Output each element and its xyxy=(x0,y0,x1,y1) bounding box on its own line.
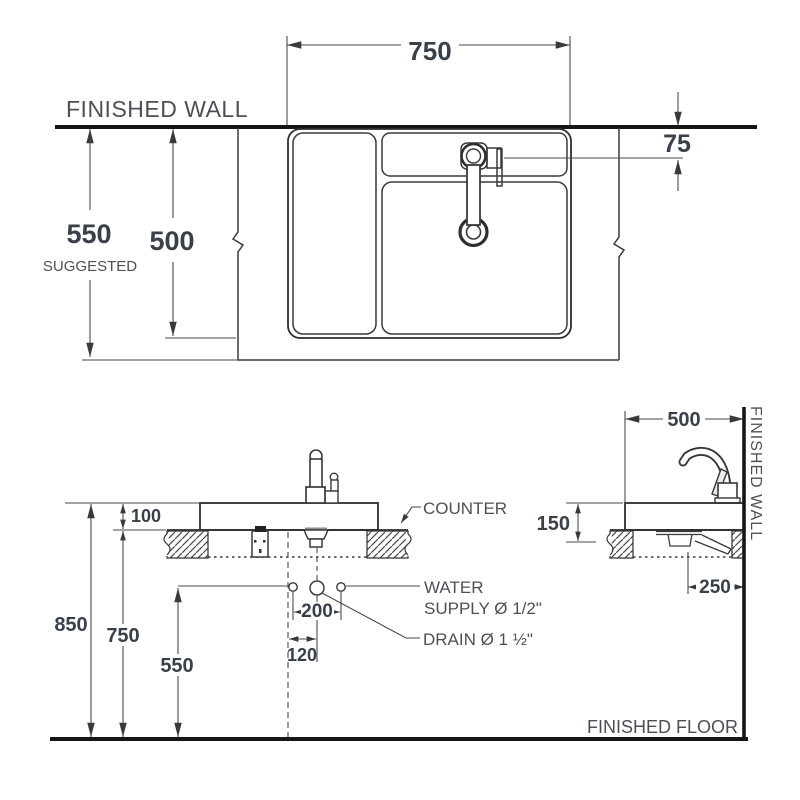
faucet-front xyxy=(305,449,339,504)
drainboard-compartment xyxy=(292,132,377,335)
sink-outer-rim xyxy=(287,128,572,339)
faucet-plan xyxy=(458,142,503,248)
water-supply-label-1: WATER xyxy=(424,578,484,597)
counter-section-left xyxy=(166,530,209,559)
break-mark-side xyxy=(606,533,614,556)
finished-wall-label-side: FINISHED WALL xyxy=(747,406,764,541)
side-150-dim-text: 150 xyxy=(537,513,570,535)
drain-fitting-front xyxy=(302,527,330,548)
top-75-dim-text: 75 xyxy=(663,130,691,158)
annotation-labels: COUNTER WATER SUPPLY Ø 1/2" DRAIN Ø 1 ½" xyxy=(321,499,542,649)
sink-front xyxy=(199,502,379,531)
drain-label: DRAIN Ø 1 ½" xyxy=(423,630,533,649)
dim-750-top: 750 xyxy=(286,33,571,125)
front-view: 850 100 750 550 xyxy=(50,449,542,737)
suggested-note-text: SUGGESTED xyxy=(43,258,137,275)
dim-500-top: 500 xyxy=(149,129,236,339)
counter-section-right xyxy=(366,530,409,559)
drain-side xyxy=(656,530,732,555)
water-supply-left xyxy=(288,582,298,592)
faucet-spout-plan xyxy=(466,164,481,226)
sink-plan xyxy=(287,128,572,339)
dim-550-top: 550 SUGGESTED xyxy=(43,129,238,361)
top-550-dim-text: 550 xyxy=(66,219,111,249)
rough-in-points xyxy=(288,580,420,596)
counter-front xyxy=(163,529,412,559)
dim-120-front: 120 xyxy=(287,636,317,665)
counter-label: COUNTER xyxy=(423,499,507,518)
overflow-fitting xyxy=(251,526,269,558)
front-550-dim-text: 550 xyxy=(160,655,193,677)
dim-850-front: 850 xyxy=(50,503,95,737)
drain-point xyxy=(309,580,325,596)
break-mark-right xyxy=(404,533,412,556)
dim-550-front: 550 xyxy=(159,585,288,737)
finished-wall-label-top: FINISHED WALL xyxy=(66,96,248,122)
break-mark-left xyxy=(163,533,171,556)
side-250-dim-text: 250 xyxy=(699,577,731,598)
top-width-dim-text: 750 xyxy=(408,36,451,66)
top-view: 750 FINISHED WALL 550 SUGGESTED 500 xyxy=(43,33,757,361)
side-view: 500 xyxy=(537,406,764,741)
counter-side xyxy=(606,529,745,559)
water-supply-right xyxy=(336,582,346,592)
dim-500-side: 500 xyxy=(624,408,744,502)
sink-side xyxy=(624,502,745,531)
dim-750-front: 750 xyxy=(104,531,142,737)
dim-250-side: 250 xyxy=(687,552,744,598)
water-supply-label-2: SUPPLY Ø 1/2" xyxy=(424,599,542,618)
finished-floor-label: FINISHED FLOOR xyxy=(587,717,738,737)
dim-150-side: 150 xyxy=(537,502,623,543)
top-500-dim-text: 500 xyxy=(149,226,194,256)
side-500-dim-text: 500 xyxy=(667,409,700,431)
front-100-dim-text: 100 xyxy=(131,506,161,526)
counter-outline-top xyxy=(231,128,626,361)
dim-200-front: 200 xyxy=(292,592,342,622)
front-200-dim-text: 200 xyxy=(301,601,333,622)
dim-75-top: 75 xyxy=(504,92,691,191)
front-850-dim-text: 850 xyxy=(54,614,87,636)
front-750-dim-text: 750 xyxy=(106,625,139,647)
dim-100-front: 100 xyxy=(113,504,166,531)
floor: FINISHED FLOOR xyxy=(50,717,748,741)
front-120-dim-text: 120 xyxy=(287,645,317,665)
faucet-side xyxy=(678,446,741,504)
